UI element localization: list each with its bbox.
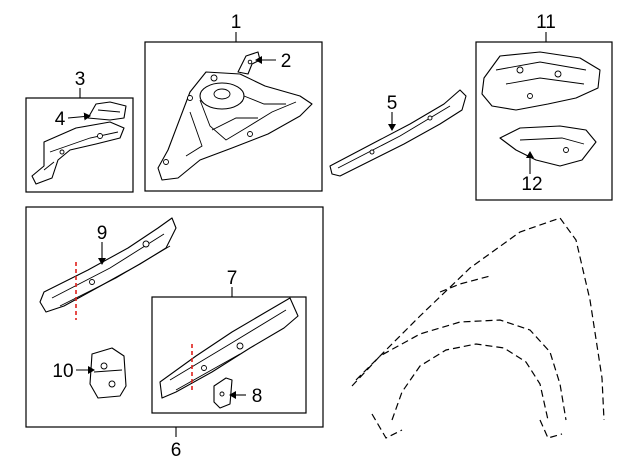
- callout-11: 11: [536, 12, 556, 33]
- part-2-bracket: [237, 51, 261, 75]
- part-7-front-rail: [159, 297, 299, 399]
- callout-8: 8: [252, 386, 263, 407]
- callout-6: 6: [171, 440, 182, 461]
- part-3-reinforcement: [31, 121, 125, 185]
- box-part-6: [25, 206, 324, 428]
- callout-5: 5: [387, 93, 398, 114]
- fender-outline: [351, 217, 605, 439]
- callout-3: 3: [75, 69, 86, 90]
- part-4-bracket: [87, 101, 127, 121]
- part-10-bracket: [89, 347, 127, 399]
- callout-9: 9: [97, 223, 108, 244]
- leader-4: [67, 112, 91, 121]
- part-9-lower-rail: [39, 217, 177, 320]
- callout-10: 10: [52, 361, 73, 382]
- callout-1: 1: [231, 12, 242, 33]
- callout-7: 7: [227, 268, 238, 289]
- part-5-upper-rail: [329, 89, 467, 177]
- callout-12: 12: [521, 174, 542, 195]
- box-part-7: [151, 296, 307, 414]
- part-1-strut-tower: [157, 71, 313, 181]
- callout-2: 2: [281, 51, 292, 72]
- part-8-plate: [213, 377, 233, 409]
- callout-4: 4: [55, 109, 66, 130]
- part-12-bracket: [499, 125, 597, 167]
- box-part-1: [144, 41, 323, 192]
- box-part-11: [475, 41, 613, 201]
- part-11-member: [481, 51, 601, 111]
